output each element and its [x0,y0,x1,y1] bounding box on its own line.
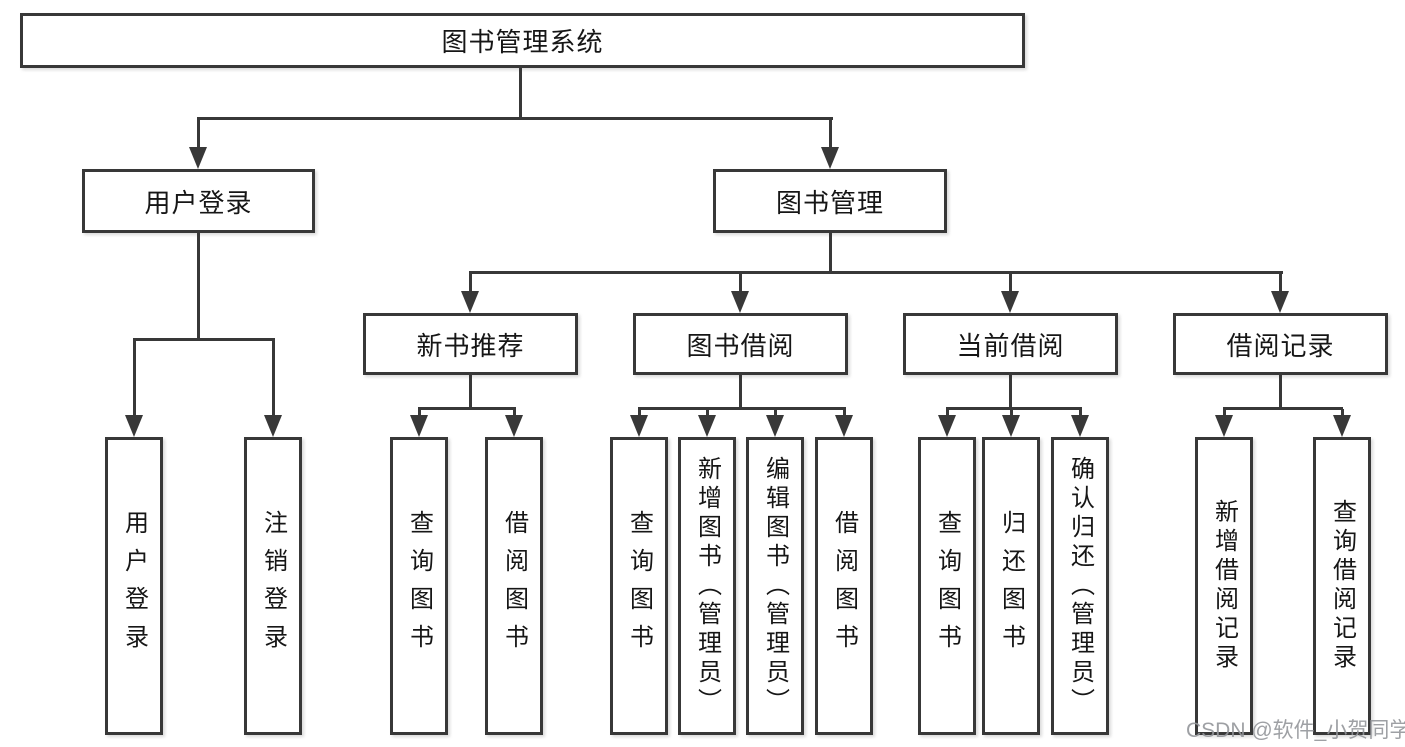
arrowhead-down [189,147,207,169]
leaf-confirm-return-admin: 确认归还（管理员） [1051,437,1109,735]
node-label: 当前借阅 [956,330,1065,361]
node-label: 新增图书（管理员） [693,455,721,717]
connector [638,409,641,417]
node-label: 新书推荐 [416,330,525,361]
node-label: 借阅记录 [1226,330,1335,361]
arrowhead-down [264,415,282,437]
leaf-query-borrow-record: 查询借阅记录 [1313,437,1371,735]
leaf-user-login: 用户登录 [105,437,163,735]
connector [418,407,516,410]
connector [1009,273,1012,291]
arrowhead-down [1001,291,1019,313]
arrowhead-down [1071,415,1089,437]
arrowhead-down [938,415,956,437]
node-label: 用户登录 [144,187,253,218]
arrowhead-down [461,291,479,313]
connector [1341,409,1344,417]
node-label: 编辑图书（管理员） [761,455,789,717]
connector [829,233,832,273]
node-label: 图书管理 [775,187,884,218]
node-label: 归还图书 [997,510,1025,662]
connector [739,273,742,291]
connector [197,233,200,340]
node-label: 用户登录 [120,510,148,662]
connector [197,119,200,147]
connector [272,340,275,415]
connector [197,117,833,120]
arrowhead-down [821,147,839,169]
leaf-borrow-books: 借阅图书 [815,437,873,735]
node-label: 图书借阅 [686,330,795,361]
leaf-query-books-recommend: 查询图书 [390,437,448,735]
node-label: 查询图书 [625,510,653,662]
leaf-borrow-books-recommend: 借阅图书 [485,437,543,735]
leaf-add-borrow-record: 新增借阅记录 [1195,437,1253,735]
node-library-management-system: 图书管理系统 [20,13,1025,68]
connector [829,119,832,147]
node-borrowing-records: 借阅记录 [1173,313,1388,375]
node-label: 查询图书 [405,510,433,662]
leaf-edit-book-admin: 编辑图书（管理员） [746,437,804,735]
connector [418,409,421,417]
connector [519,68,522,120]
connector [1009,375,1012,409]
node-label: 图书管理系统 [441,27,604,57]
connector [513,409,516,417]
node-label: 查询借阅记录 [1328,499,1356,673]
arrowhead-down [410,415,428,437]
arrowhead-down [1215,415,1233,437]
connector [469,271,1283,274]
arrowhead-down [698,415,716,437]
connector [739,375,742,409]
connector [946,407,1082,410]
node-label: 新增借阅记录 [1210,499,1238,673]
connector [706,409,709,417]
node-label: 注销登录 [259,510,287,662]
node-book-borrowing: 图书借阅 [633,313,848,375]
leaf-return-books: 归还图书 [982,437,1040,735]
connector [843,409,846,417]
connector [133,338,275,341]
arrowhead-down [505,415,523,437]
connector [638,407,846,410]
connector [1079,409,1082,417]
node-current-borrowing: 当前借阅 [903,313,1118,375]
node-label: 查询图书 [933,510,961,662]
connector [1279,273,1282,291]
connector [469,273,472,291]
arrowhead-down [766,415,784,437]
arrowhead-down [1002,415,1020,437]
arrowhead-down [125,415,143,437]
leaf-query-books-borrow: 查询图书 [610,437,668,735]
arrowhead-down [1271,291,1289,313]
connector [1010,409,1013,417]
node-label: 确认归还（管理员） [1066,455,1094,717]
connector [133,340,136,415]
leaf-add-book-admin: 新增图书（管理员） [678,437,736,735]
node-label: 借阅图书 [830,510,858,662]
connector [1279,375,1282,409]
node-user-login: 用户登录 [82,169,315,233]
node-new-book-recommendation: 新书推荐 [363,313,578,375]
node-label: 借阅图书 [500,510,528,662]
connector [1223,407,1343,410]
watermark: CSDN @软件_小贺同学 [1186,719,1405,742]
leaf-query-books-current: 查询图书 [918,437,976,735]
arrowhead-down [1333,415,1351,437]
connector [1223,409,1226,417]
connector [469,375,472,409]
leaf-logout: 注销登录 [244,437,302,735]
arrowhead-down [630,415,648,437]
connector [946,409,949,417]
arrowhead-down [731,291,749,313]
arrowhead-down [835,415,853,437]
connector [774,409,777,417]
node-book-management: 图书管理 [713,169,947,233]
